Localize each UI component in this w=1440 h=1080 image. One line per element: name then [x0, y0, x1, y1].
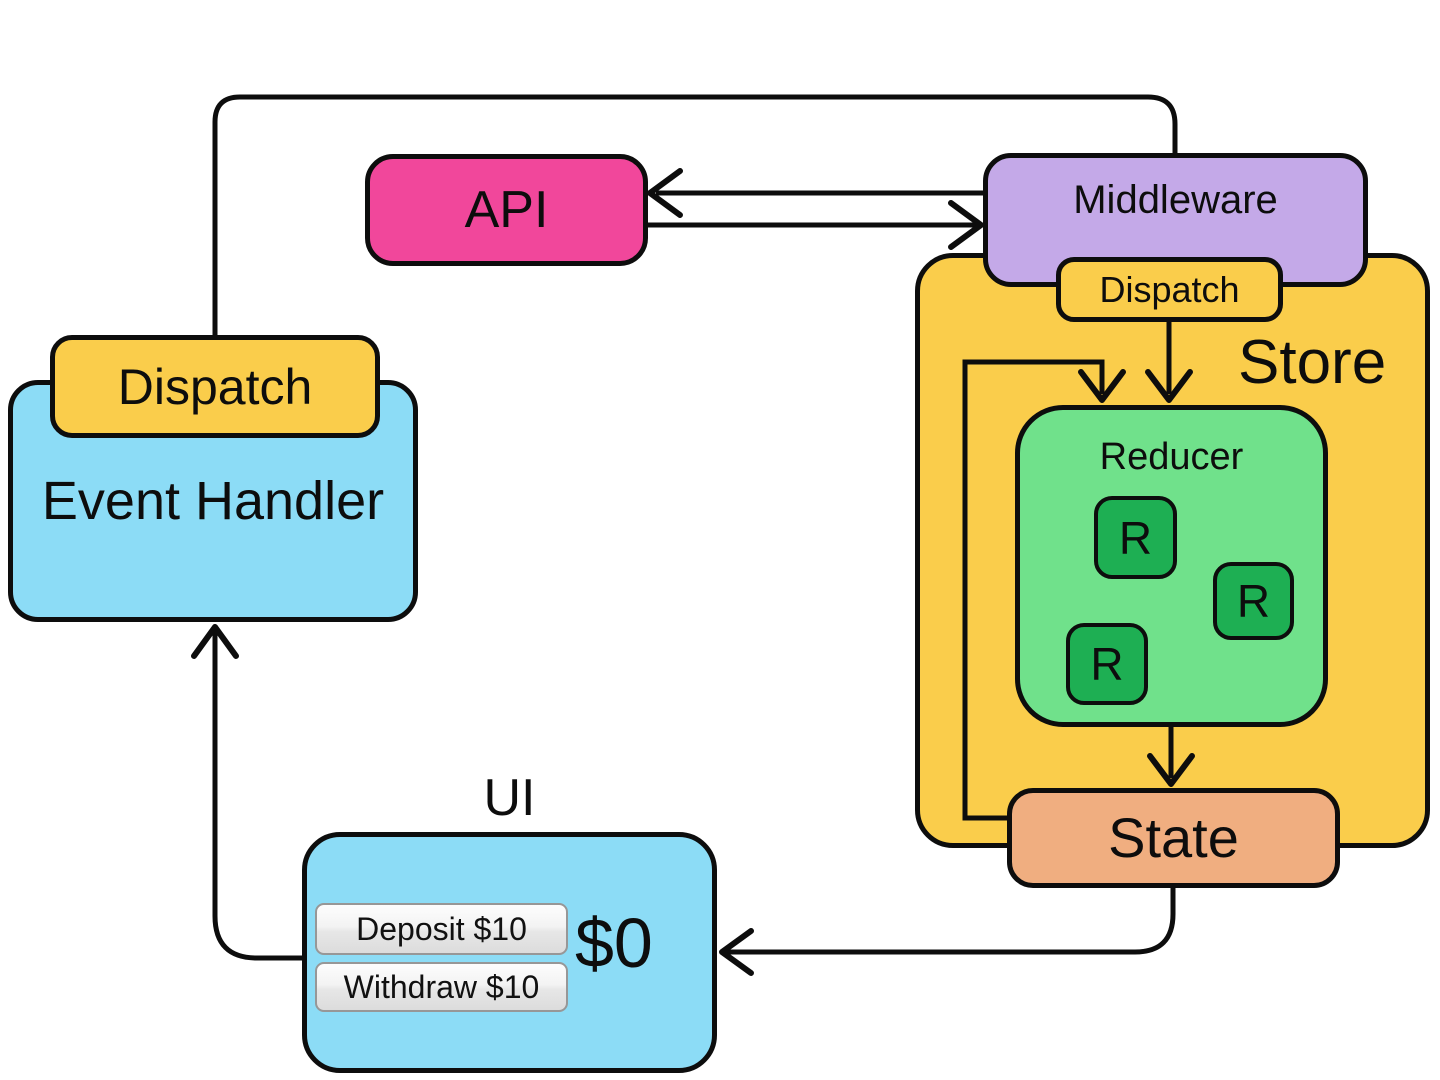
reducer-unit-1-label: R: [1118, 511, 1153, 564]
withdraw-button[interactable]: Withdraw $10: [315, 962, 568, 1012]
reducer-label: Reducer: [1099, 436, 1244, 478]
arrowhead-into-middleware: [948, 200, 984, 250]
state-label: State: [1108, 806, 1239, 869]
ui-label: UI: [483, 769, 536, 827]
store-label: Store: [1238, 328, 1387, 397]
reducer-unit-1: R: [1094, 496, 1177, 579]
deposit-button[interactable]: Deposit $10: [315, 903, 568, 955]
reducer-unit-3: R: [1066, 623, 1148, 705]
store-dispatch-label: Dispatch: [1099, 268, 1240, 310]
event-handler-dispatch-box: Dispatch: [50, 335, 380, 438]
reducer-unit-2-label: R: [1236, 575, 1271, 627]
api-label: API: [464, 181, 549, 239]
api-box: API: [365, 154, 648, 266]
arrowhead-into-event-handler: [191, 624, 239, 659]
wire-ui-to-event-handler: [212, 632, 303, 961]
middleware-label: Middleware: [1073, 178, 1278, 222]
event-handler-dispatch-label: Dispatch: [117, 358, 313, 415]
balance-value: $0: [575, 904, 653, 982]
event-handler-label: Event Handler: [41, 471, 385, 531]
reducer-unit-2: R: [1213, 562, 1294, 640]
state-box: State: [1007, 788, 1340, 888]
store-dispatch-box: Dispatch: [1056, 257, 1283, 322]
wire-state-to-ui: [727, 888, 1176, 955]
arrowhead-into-ui: [719, 928, 754, 976]
reducer-unit-3-label: R: [1090, 638, 1124, 690]
arrowhead-into-api: [647, 168, 683, 218]
